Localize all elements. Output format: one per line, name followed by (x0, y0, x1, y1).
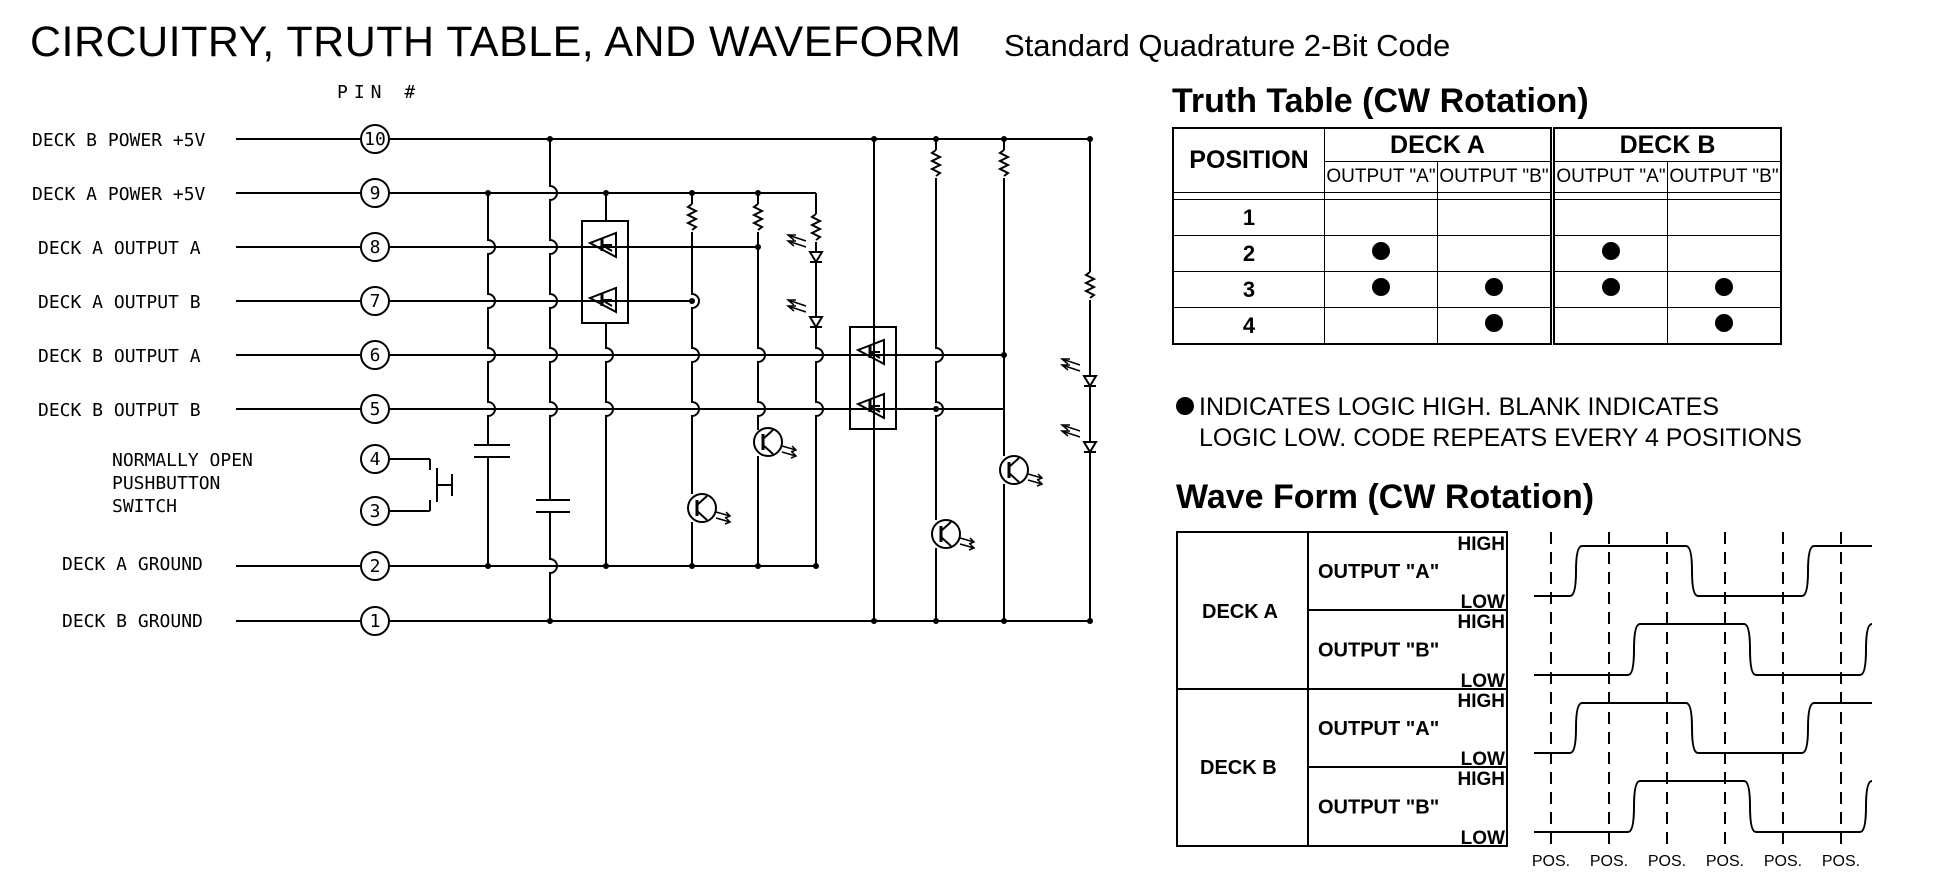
logic-cell (1437, 199, 1553, 236)
logic-cell (1667, 271, 1782, 308)
pin-num-9: 9 (370, 183, 381, 204)
waveform-heading: Wave Form (CW Rotation) (1176, 478, 1595, 516)
vertical-rails (474, 139, 1097, 621)
note-line-2: LOGIC LOW. CODE REPEATS EVERY 4 POSITION… (1199, 424, 1802, 452)
logic-high-dot-icon (1602, 278, 1620, 296)
truth-table-row: 2 (1172, 235, 1782, 272)
truth-table-row: 3 (1172, 271, 1782, 308)
pin-num-5: 5 (370, 399, 381, 420)
note-line-1: INDICATES LOGIC HIGH. BLANK INDICATES (1199, 393, 1719, 421)
logic-cell (1437, 271, 1553, 308)
logic-cell (1667, 199, 1782, 236)
deck-b-output-b-header: OUTPUT "B" (1667, 161, 1782, 193)
deck-b-header: DECK B (1550, 127, 1782, 162)
position-header: POSITION (1172, 127, 1325, 193)
truth-table-section: Truth Table (CW Rotation) POSITION DECK … (1172, 82, 1782, 345)
pin-num-2: 2 (370, 556, 381, 577)
logic-cell (1324, 307, 1438, 345)
truth-table-row: 4 (1172, 307, 1782, 345)
logic-high-dot-icon (1485, 314, 1503, 332)
deck-a-output-b-header: OUTPUT "B" (1437, 161, 1553, 193)
logic-cell (1667, 235, 1782, 272)
pin-label-6: DECK B OUTPUT A (38, 346, 201, 367)
logic-high-dot-icon (1372, 278, 1390, 296)
logic-high-dot-icon (1485, 278, 1503, 296)
pin-num-10: 10 (364, 129, 386, 150)
pin-num-8: 8 (370, 237, 381, 258)
position-cell: 2 (1172, 235, 1325, 272)
logic-high-dot-icon (1602, 242, 1620, 260)
position-cell: 4 (1172, 307, 1325, 345)
logic-cell (1324, 199, 1438, 236)
pin-label-7: DECK A OUTPUT B (38, 292, 201, 313)
logic-cell (1437, 307, 1553, 345)
truth-table-heading: Truth Table (CW Rotation) (1172, 82, 1589, 120)
logic-cell (1550, 199, 1668, 236)
junction-dots (485, 136, 1093, 624)
title-row: CIRCUITRY, TRUTH TABLE, AND WAVEFORM Sta… (30, 18, 1450, 67)
switch-label-3: SWITCH (112, 496, 177, 517)
pin-label-5: DECK B OUTPUT B (38, 400, 201, 421)
waveform-section: Wave Form (CW Rotation) (1176, 478, 1594, 517)
deck-b-output-a-header: OUTPUT "A" (1550, 161, 1668, 193)
logic-cell (1550, 271, 1668, 308)
pin-num-4: 4 (370, 449, 381, 470)
deck-a-header: DECK A (1324, 127, 1553, 162)
pin-num-3: 3 (370, 501, 381, 522)
page-title: CIRCUITRY, TRUTH TABLE, AND WAVEFORM (30, 18, 962, 66)
logic-cell (1667, 307, 1782, 345)
pushbutton-switch (389, 458, 453, 512)
logic-high-dot-icon (1176, 397, 1194, 415)
page-subtitle: Standard Quadrature 2-Bit Code (1003, 28, 1451, 63)
position-cell: 3 (1172, 271, 1325, 308)
pin-label-9: DECK A POWER +5V (32, 184, 206, 205)
truth-table: POSITION DECK A DECK B OUTPUT "A" OUTPUT… (1172, 127, 1782, 345)
truth-table-row: 1 (1172, 199, 1782, 236)
position-cell: 1 (1172, 199, 1325, 236)
bus-lines (389, 138, 1090, 622)
logic-cell (1437, 235, 1553, 272)
logic-high-dot-icon (1372, 242, 1390, 260)
logic-high-dot-icon (1715, 314, 1733, 332)
deck-a-output-a-header: OUTPUT "A" (1324, 161, 1438, 193)
pin-label-10: DECK B POWER +5V (32, 130, 206, 151)
pin-header: PIN # (337, 82, 421, 103)
pin-label-2: DECK A GROUND (62, 554, 203, 575)
logic-cell (1324, 235, 1438, 272)
logic-high-dot-icon (1715, 278, 1733, 296)
pin-num-7: 7 (370, 291, 381, 312)
logic-cell (1550, 235, 1668, 272)
switch-label-1: NORMALLY OPEN (112, 450, 253, 471)
pin-label-8: DECK A OUTPUT A (38, 238, 201, 259)
pin-num-1: 1 (370, 611, 381, 632)
pin-num-6: 6 (370, 345, 381, 366)
logic-note: INDICATES LOGIC HIGH. BLANK INDICATES LO… (1176, 392, 1802, 454)
logic-cell (1550, 307, 1668, 345)
switch-label-2: PUSHBUTTON (112, 473, 220, 494)
logic-cell (1324, 271, 1438, 308)
pin-label-1: DECK B GROUND (62, 611, 203, 632)
